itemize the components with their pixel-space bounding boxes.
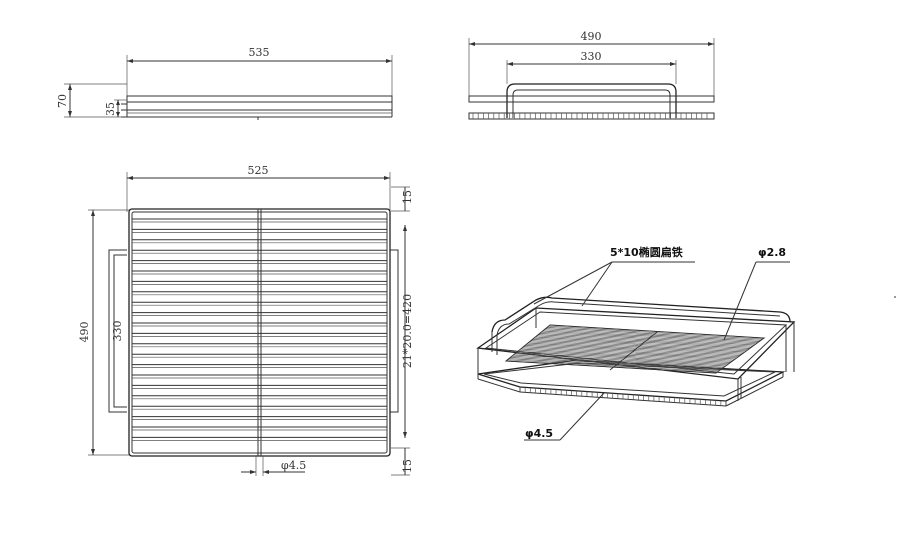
leader-flat-iron-2 bbox=[533, 261, 613, 305]
top-handle-label: 330 bbox=[111, 321, 124, 342]
iso-wire bbox=[539, 333, 753, 347]
top-rod-label: φ4.5 bbox=[281, 459, 306, 472]
iso-wire bbox=[533, 337, 747, 352]
iso-wire bbox=[545, 328, 760, 342]
iso-wire bbox=[507, 359, 718, 373]
iso-wire bbox=[520, 348, 733, 362]
front-base bbox=[468, 112, 715, 120]
top-view: 525 490 330 15 21*20.0=420 15 bbox=[78, 164, 414, 476]
iso-wire bbox=[510, 357, 721, 370]
top-spacing-label: 21*20.0=420 bbox=[401, 294, 414, 368]
iso-grid-border bbox=[504, 324, 766, 374]
iso-wire bbox=[527, 342, 741, 356]
top-margin-top-label: 15 bbox=[401, 190, 414, 204]
leader-flat-iron-1 bbox=[581, 261, 613, 307]
front-rim bbox=[468, 95, 715, 103]
iso-wire bbox=[514, 353, 726, 367]
iso-wire bbox=[530, 340, 744, 354]
front-wire-ends bbox=[472, 113, 708, 119]
iso-view: 5*10椭圆扁铁 φ2.8 φ4.5 bbox=[476, 245, 796, 441]
iso-wire bbox=[525, 345, 737, 359]
iso-wire-grid bbox=[505, 324, 765, 374]
iso-base-frame bbox=[477, 359, 786, 402]
iso-wire bbox=[538, 334, 752, 348]
top-depth-label: 490 bbox=[78, 322, 91, 343]
handle-inner bbox=[512, 89, 671, 118]
grid-frame-inner bbox=[131, 211, 388, 454]
handle-right bbox=[390, 249, 399, 413]
iso-flat-iron-label: 5*10椭圆扁铁 bbox=[610, 245, 683, 259]
iso-frame-wire-label: φ4.5 bbox=[525, 427, 553, 440]
iso-wire bbox=[523, 346, 736, 360]
handle-inner-left bbox=[113, 254, 127, 408]
iso-wire bbox=[516, 352, 728, 366]
side-view: 535 70 35 bbox=[56, 46, 393, 120]
iso-wire bbox=[542, 330, 757, 345]
iso-handle bbox=[491, 296, 791, 333]
front-handle-label: 330 bbox=[581, 50, 602, 63]
iso-wire bbox=[535, 336, 749, 351]
iso-center-rod bbox=[609, 331, 658, 371]
iso-wire bbox=[517, 351, 729, 365]
iso-wire bbox=[508, 358, 720, 372]
leader-wire bbox=[723, 261, 757, 341]
top-width-label: 525 bbox=[248, 164, 269, 177]
handle-outer bbox=[506, 83, 677, 118]
iso-wire-label: φ2.8 bbox=[758, 246, 786, 259]
tray-rim bbox=[126, 95, 393, 103]
iso-wire bbox=[541, 331, 755, 346]
iso-base-wires bbox=[519, 387, 727, 406]
front-width-label: 490 bbox=[581, 30, 602, 43]
iso-wire bbox=[529, 341, 742, 355]
iso-wire bbox=[526, 343, 739, 358]
grid-bars bbox=[132, 218, 387, 441]
iso-wire bbox=[511, 355, 723, 369]
side-width-label: 535 bbox=[249, 46, 270, 59]
grid-frame-outer bbox=[128, 208, 391, 457]
top-margin-bottom-label: 15 bbox=[401, 459, 414, 473]
iso-wire bbox=[522, 347, 734, 361]
iso-wire bbox=[536, 335, 750, 349]
iso-wire bbox=[519, 349, 731, 363]
iso-wire bbox=[513, 354, 725, 368]
iso-wire bbox=[532, 339, 745, 353]
front-view: 490 330 bbox=[468, 30, 715, 120]
iso-wire bbox=[544, 329, 758, 344]
leader-frame-wire bbox=[559, 392, 605, 441]
side-height-inner-label: 35 bbox=[104, 102, 117, 116]
side-height-total-label: 70 bbox=[56, 94, 69, 108]
